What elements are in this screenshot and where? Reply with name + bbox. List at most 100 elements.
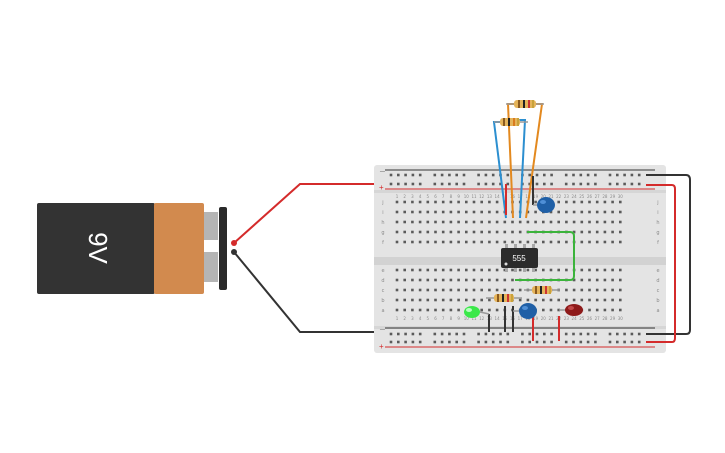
terminal-hole[interactable] xyxy=(488,288,491,292)
battery-terminal-bottom[interactable] xyxy=(204,252,218,282)
terminal-hole[interactable] xyxy=(457,230,460,234)
terminal-hole[interactable] xyxy=(503,268,507,272)
rail-hole[interactable] xyxy=(411,332,415,336)
rail-hole[interactable] xyxy=(579,173,583,177)
terminal-hole[interactable] xyxy=(588,230,591,234)
terminal-hole[interactable] xyxy=(418,220,422,224)
terminal-hole[interactable] xyxy=(472,200,476,204)
terminal-hole[interactable] xyxy=(488,230,491,234)
terminal-hole[interactable] xyxy=(611,288,614,292)
rail-hole[interactable] xyxy=(440,182,444,186)
rail-hole[interactable] xyxy=(528,182,531,186)
terminal-hole[interactable] xyxy=(572,200,576,204)
terminal-hole[interactable] xyxy=(565,240,568,244)
rail-hole[interactable] xyxy=(637,332,641,336)
rail-hole[interactable] xyxy=(550,332,553,336)
terminal-hole[interactable] xyxy=(588,268,591,272)
terminal-hole[interactable] xyxy=(542,308,545,312)
resistor-lower[interactable] xyxy=(486,294,522,302)
terminal-hole[interactable] xyxy=(595,288,599,292)
ic-555[interactable]: 555 xyxy=(501,244,538,272)
rail-hole[interactable] xyxy=(389,173,393,177)
rail-hole[interactable] xyxy=(521,340,524,344)
terminal-hole[interactable] xyxy=(588,200,591,204)
rail-hole[interactable] xyxy=(586,332,590,336)
terminal-hole[interactable] xyxy=(603,268,607,272)
terminal-hole[interactable] xyxy=(418,200,422,204)
terminal-hole[interactable] xyxy=(403,210,406,214)
terminal-hole[interactable] xyxy=(603,288,607,292)
rail-hole[interactable] xyxy=(448,173,451,177)
terminal-hole[interactable] xyxy=(603,298,607,302)
terminal-hole[interactable] xyxy=(611,220,614,224)
terminal-hole[interactable] xyxy=(418,278,422,282)
red-led[interactable] xyxy=(559,304,583,316)
rail-hole[interactable] xyxy=(616,340,619,344)
rail-hole[interactable] xyxy=(499,182,502,186)
terminal-hole[interactable] xyxy=(449,210,453,214)
terminal-hole[interactable] xyxy=(619,230,622,234)
terminal-hole[interactable] xyxy=(565,200,568,204)
terminal-hole[interactable] xyxy=(619,268,622,272)
terminal-hole[interactable] xyxy=(557,210,560,214)
terminal-hole[interactable] xyxy=(580,210,584,214)
terminal-hole[interactable] xyxy=(565,220,568,224)
terminal-hole[interactable] xyxy=(619,288,622,292)
terminal-hole[interactable] xyxy=(434,230,437,234)
terminal-hole[interactable] xyxy=(542,298,545,302)
terminal-hole[interactable] xyxy=(511,288,514,292)
terminal-hole[interactable] xyxy=(480,210,483,214)
terminal-hole[interactable] xyxy=(503,278,507,282)
terminal-hole[interactable] xyxy=(580,288,584,292)
terminal-hole[interactable] xyxy=(495,288,499,292)
rail-hole[interactable] xyxy=(418,182,422,186)
rail-hole[interactable] xyxy=(608,173,612,177)
terminal-hole[interactable] xyxy=(542,220,545,224)
terminal-hole[interactable] xyxy=(503,230,507,234)
rail-hole[interactable] xyxy=(586,173,590,177)
terminal-hole[interactable] xyxy=(441,240,445,244)
terminal-hole[interactable] xyxy=(495,200,499,204)
terminal-hole[interactable] xyxy=(395,220,399,224)
rail-hole[interactable] xyxy=(608,340,612,344)
terminal-hole[interactable] xyxy=(580,268,584,272)
terminal-hole[interactable] xyxy=(488,210,491,214)
green-wire[interactable] xyxy=(515,231,575,281)
terminal-hole[interactable] xyxy=(488,200,491,204)
rail-hole[interactable] xyxy=(404,182,407,186)
terminal-hole[interactable] xyxy=(588,288,591,292)
rail-hole[interactable] xyxy=(594,182,597,186)
rail-hole[interactable] xyxy=(528,340,531,344)
rail-hole[interactable] xyxy=(543,332,546,336)
terminal-hole[interactable] xyxy=(518,220,522,224)
terminal-hole[interactable] xyxy=(588,240,591,244)
rail-loop-power-wire[interactable] xyxy=(646,184,676,343)
rail-hole[interactable] xyxy=(572,182,575,186)
terminal-hole[interactable] xyxy=(549,298,553,302)
rail-hole[interactable] xyxy=(506,182,510,186)
rail-hole[interactable] xyxy=(404,332,407,336)
terminal-hole[interactable] xyxy=(611,308,614,312)
rail-hole[interactable] xyxy=(462,173,466,177)
rail-hole[interactable] xyxy=(477,182,480,186)
terminal-hole[interactable] xyxy=(588,278,591,282)
terminal-hole[interactable] xyxy=(457,288,460,292)
battery-9v[interactable]: 9V xyxy=(37,203,237,294)
terminal-hole[interactable] xyxy=(457,268,460,272)
terminal-hole[interactable] xyxy=(472,240,476,244)
terminal-hole[interactable] xyxy=(426,240,430,244)
terminal-hole[interactable] xyxy=(595,200,599,204)
terminal-hole[interactable] xyxy=(434,278,437,282)
terminal-hole[interactable] xyxy=(557,308,560,312)
terminal-hole[interactable] xyxy=(495,268,499,272)
terminal-hole[interactable] xyxy=(465,200,468,204)
terminal-hole[interactable] xyxy=(542,240,545,244)
terminal-hole[interactable] xyxy=(588,210,591,214)
rail-hole[interactable] xyxy=(579,332,583,336)
terminal-hole[interactable] xyxy=(395,278,399,282)
rail-hole[interactable] xyxy=(397,332,400,336)
rail-hole[interactable] xyxy=(389,340,393,344)
terminal-hole[interactable] xyxy=(488,298,491,302)
terminal-hole[interactable] xyxy=(426,210,430,214)
terminal-hole[interactable] xyxy=(449,278,453,282)
